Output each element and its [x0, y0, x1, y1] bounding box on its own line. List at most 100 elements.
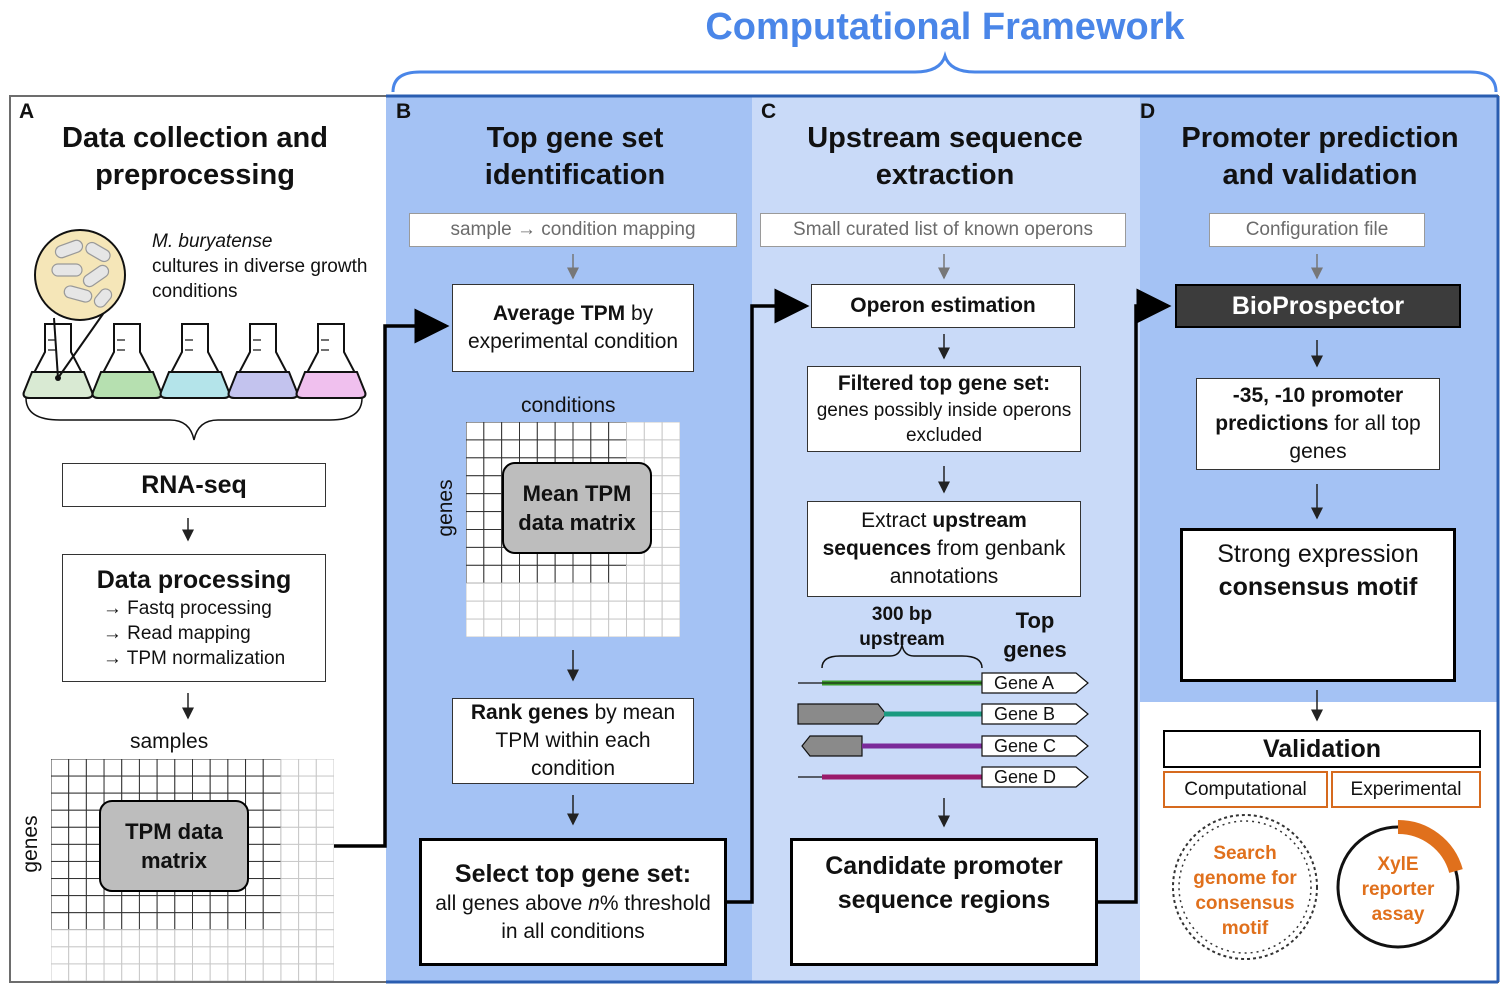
- grid-cell: [519, 564, 538, 584]
- condition-mapping-input: sample → condition mapping: [409, 213, 737, 247]
- grid-cell: [626, 564, 645, 584]
- grid-cell: [262, 963, 282, 981]
- grid-cell: [483, 493, 503, 513]
- grid-cell: [572, 439, 592, 459]
- panel-b-letter: B: [396, 100, 412, 123]
- grid-cell: [138, 775, 158, 794]
- grid-cell: [138, 759, 158, 777]
- grid-cell: [245, 775, 264, 794]
- grid-cell: [315, 775, 334, 794]
- grid-cell: [51, 759, 70, 777]
- grid-cell: [280, 912, 300, 931]
- grid-cell: [554, 618, 574, 637]
- top-genes-label: Top genes: [1003, 608, 1067, 662]
- genes-axis-label-b: genes: [434, 479, 457, 537]
- grid-cell: [85, 895, 105, 914]
- grid-cell: [174, 963, 193, 981]
- grid-cell: [519, 582, 538, 602]
- grid-cell: [501, 422, 521, 441]
- grid-cell: [85, 759, 105, 777]
- grid-cell: [466, 493, 485, 513]
- grid-cell: [661, 546, 680, 566]
- grid-cell: [661, 493, 680, 513]
- grid-cell: [590, 582, 610, 602]
- grid-cell: [209, 895, 229, 914]
- grid-cell: [298, 895, 317, 914]
- grid-cell: [661, 422, 680, 441]
- grid-cell: [262, 929, 282, 948]
- grid-cell: [501, 582, 521, 602]
- grid-cell: [280, 860, 300, 880]
- cell-zoom-bubble: [34, 229, 126, 379]
- operon-estimation-label: Operon estimation: [850, 294, 1036, 317]
- grid-cell: [192, 963, 211, 981]
- panel-d-letter: D: [1140, 100, 1156, 123]
- grid-cell: [280, 809, 300, 828]
- rnaseq-label: RNA-seq: [141, 470, 247, 499]
- grid-cell: [626, 439, 645, 459]
- grid-cell: [536, 600, 556, 620]
- grid-cell: [121, 929, 140, 948]
- grid-cell: [298, 775, 317, 794]
- grid-cell: [315, 878, 334, 897]
- grid-cell: [466, 618, 485, 637]
- extract-upstream-box: Extract upstream sequences from genbank …: [807, 501, 1081, 597]
- grid-cell: [174, 912, 193, 931]
- bioprospector-box: BioProspector: [1175, 284, 1461, 328]
- grid-cell: [156, 963, 176, 981]
- grid-cell: [262, 878, 282, 897]
- grid-cell: [85, 929, 105, 948]
- grid-cell: [192, 946, 211, 965]
- grid-cell: [51, 809, 70, 828]
- grid-cell: [315, 895, 334, 914]
- grid-cell: [156, 759, 176, 777]
- consensus-motif-box: [1180, 528, 1456, 682]
- grid-cell: [466, 564, 485, 584]
- grid-cell: [192, 895, 211, 914]
- culture-species: M. buryatense: [152, 231, 273, 252]
- grid-cell: [174, 946, 193, 965]
- upstream-brace: [821, 644, 983, 669]
- xyle-assay-text: XylE reporter assay: [1361, 854, 1435, 925]
- average-tpm-bold: Average TPM: [492, 302, 626, 325]
- grid-cell: [103, 929, 123, 948]
- grid-cell: [608, 600, 628, 620]
- grid-cell: [536, 422, 556, 441]
- filtered-gene-set-box: Filtered top gene set: genes possibly in…: [807, 366, 1081, 452]
- grid-cell: [572, 600, 592, 620]
- grid-cell: [298, 860, 317, 880]
- grid-cell: [192, 775, 211, 794]
- grid-cell: [315, 843, 334, 862]
- grid-cell: [466, 582, 485, 602]
- grid-cell: [483, 618, 503, 637]
- grid-cell: [103, 946, 123, 965]
- upstream-label: 300 bp upstream: [859, 604, 945, 650]
- motif-bold: consensus motif: [1218, 573, 1418, 601]
- grid-cell: [501, 618, 521, 637]
- conditions-label: conditions: [521, 394, 616, 417]
- grid-cell: [315, 929, 334, 948]
- grid-cell: [280, 759, 300, 777]
- panel-b-title: Top gene set identification: [484, 122, 666, 191]
- grid-cell: [174, 775, 193, 794]
- grid-cell: [572, 564, 592, 584]
- average-tpm-box: Average TPM by experimental condition: [452, 284, 694, 372]
- grid-cell: [483, 529, 503, 548]
- grid-cell: [68, 860, 87, 880]
- genome-circle: [1172, 814, 1318, 960]
- grid-cell: [315, 860, 334, 880]
- grid-cell: [68, 775, 87, 794]
- grid-cell: [519, 439, 538, 459]
- grid-cell: [51, 946, 70, 965]
- framework-title: Computational Framework: [705, 6, 1185, 48]
- grid-cell: [68, 895, 87, 914]
- grid-cell: [315, 826, 334, 845]
- rank-genes-box: Rank genes by mean TPM within each condi…: [452, 698, 694, 784]
- grid-cell: [315, 792, 334, 811]
- grid-cell: [51, 860, 70, 880]
- grid-cell: [590, 600, 610, 620]
- grid-cell: [536, 582, 556, 602]
- grid-cell: [298, 912, 317, 931]
- grid-cell: [572, 618, 592, 637]
